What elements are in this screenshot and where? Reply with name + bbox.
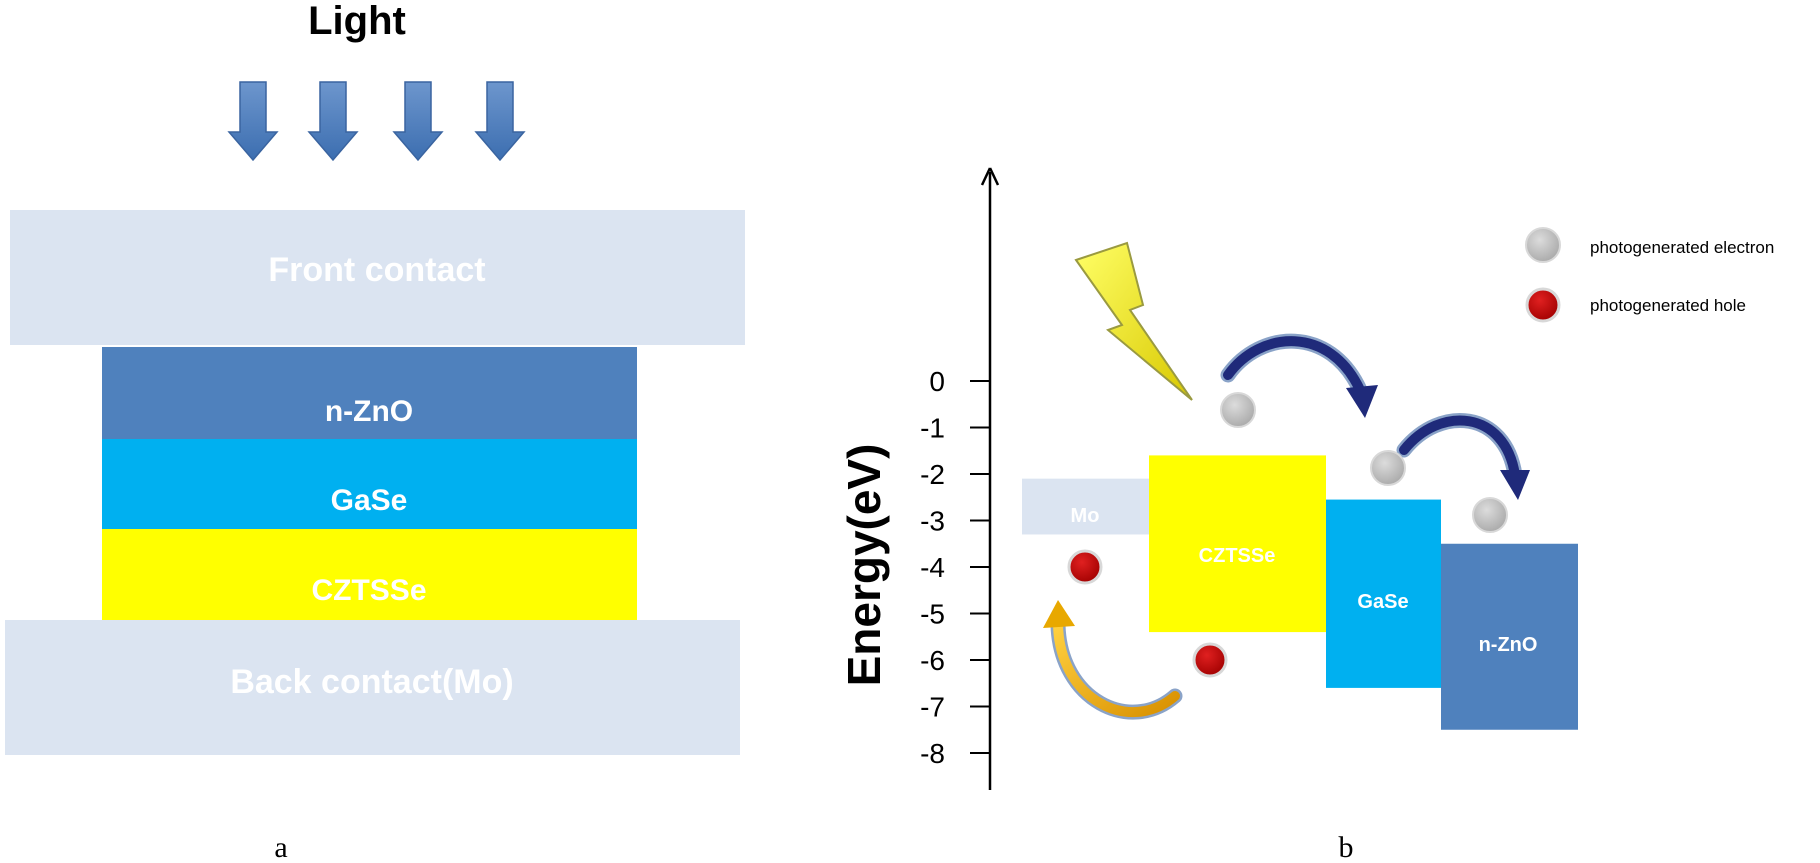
y-axis-tick-label: -3 <box>920 506 945 537</box>
curved-arrow-icon <box>1396 413 1530 500</box>
electron-icon <box>1472 497 1508 533</box>
y-axis-tick-label: -8 <box>920 738 945 769</box>
light-arrow-icon <box>474 81 526 162</box>
electron-icon <box>1220 392 1256 428</box>
front-contact-layer <box>10 210 745 345</box>
y-axis-tick-label: -5 <box>920 599 945 630</box>
y-axis-tick-label: 0 <box>929 366 945 397</box>
back-contact-label: Back contact(Mo) <box>230 663 513 701</box>
cztsse-label: CZTSSe <box>311 574 426 607</box>
cztsse-band <box>1149 455 1326 633</box>
curved-arrow-icon <box>1220 333 1378 418</box>
cztsse-layer <box>102 529 637 620</box>
y-axis-label: Energy(eV) <box>838 444 890 687</box>
gase-label: GaSe <box>331 484 408 517</box>
layer-stack: Front contact n-ZnO GaSe CZTSSe Back con… <box>5 210 745 755</box>
mo-band <box>1022 478 1149 535</box>
gase-band <box>1326 499 1441 688</box>
mo-band-label: Mo <box>1071 505 1100 527</box>
y-axis-tick-label: -4 <box>920 552 945 583</box>
electrons <box>1220 392 1508 533</box>
legend-electron-icon <box>1525 227 1561 263</box>
legend-hole-label: photogenerated hole <box>1590 296 1746 315</box>
y-axis-tick-label: -1 <box>920 413 945 444</box>
light-arrow-icon <box>307 81 359 162</box>
panel-a: Light Front contact n-ZnO GaSe <box>5 0 745 863</box>
gase-band-label: GaSe <box>1357 591 1408 613</box>
electron-transfer-arrows <box>1220 333 1530 500</box>
light-arrow-icon <box>227 81 279 162</box>
electron-icon <box>1370 450 1406 486</box>
y-axis-tick-label: -7 <box>920 692 945 723</box>
light-title: Light <box>308 0 406 43</box>
legend-hole-icon <box>1525 287 1561 323</box>
light-arrow-icon <box>392 81 444 162</box>
y-axis-tick-label: -2 <box>920 459 945 490</box>
hole-icon <box>1067 549 1103 585</box>
y-axis-ticks: 0 -1 -2 -3 -4 -5 -6 -7 -8 <box>920 366 990 769</box>
n-zno-layer <box>102 347 637 439</box>
holes <box>1067 549 1228 678</box>
y-axis-arrow-icon <box>980 167 1000 186</box>
n-zno-band <box>1441 543 1578 730</box>
caption-a: a <box>274 831 287 863</box>
y-axis-tick-label: -6 <box>920 645 945 676</box>
panel-b: 0 -1 -2 -3 -4 -5 -6 -7 -8 Energy(eV) Mo CZTSSe G… <box>838 167 1774 863</box>
n-zno-band-label: n-ZnO <box>1479 634 1538 656</box>
caption-b: b <box>1339 831 1354 863</box>
front-contact-label: Front contact <box>268 251 485 289</box>
back-contact-layer <box>5 620 740 755</box>
hole-transfer-arrow-icon <box>1043 600 1183 720</box>
legend: photogenerated electron photogenerated h… <box>1525 227 1774 323</box>
cztsse-band-label: CZTSSe <box>1199 545 1276 567</box>
hole-icon <box>1192 642 1228 678</box>
band-diagram: Mo CZTSSe GaSe n-ZnO <box>1022 455 1578 730</box>
lightning-icon <box>1074 241 1193 401</box>
light-arrows <box>227 81 526 162</box>
gase-layer <box>102 439 637 529</box>
legend-electron-label: photogenerated electron <box>1590 238 1774 257</box>
n-zno-label: n-ZnO <box>325 395 413 428</box>
